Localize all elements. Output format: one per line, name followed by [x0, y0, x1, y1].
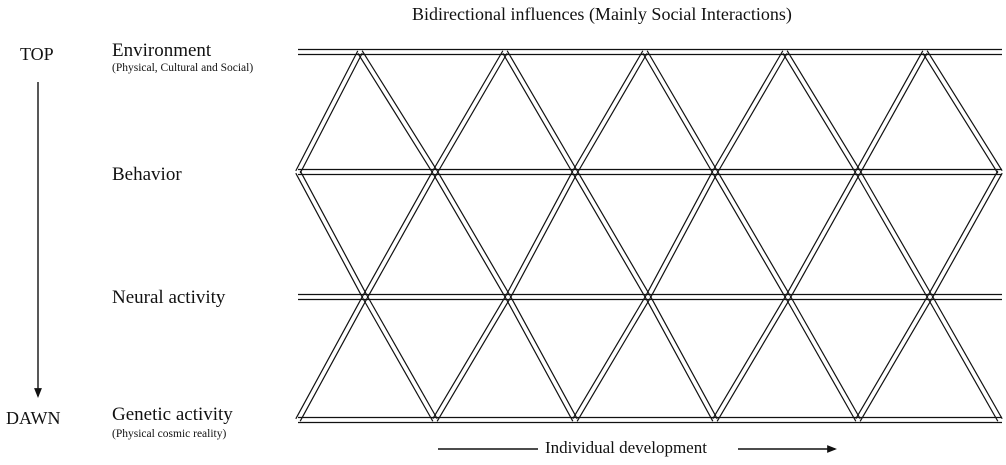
- band0-edge-3-b: [506, 50, 578, 172]
- band0-edge-1-b: [361, 50, 438, 171]
- band0-edge-0-b: [295, 50, 359, 172]
- band0-edge-1-a: [357, 53, 434, 174]
- band2-edge-24-a: [576, 297, 651, 422]
- band0-edge-8-b: [855, 50, 924, 172]
- band2-edge-21-b: [366, 295, 438, 420]
- level-genetic-label: Genetic activity: [112, 404, 233, 425]
- band2-edge-21-a: [362, 297, 434, 422]
- down-arrow-icon: [969, 365, 981, 386]
- level-genetic-sublabel: (Physical cosmic reality): [112, 428, 227, 440]
- down-arrow-icon: [475, 241, 487, 262]
- band0-edge-6-a: [716, 52, 788, 174]
- level-environment-sublabel: (Physical, Cultural and Social): [112, 62, 254, 74]
- level-environment-label: Environment: [112, 40, 212, 61]
- band2-edge-24-b: [572, 295, 647, 420]
- band2-edge-25-a: [645, 297, 714, 422]
- band1-edge-19-b: [927, 170, 999, 297]
- band2-edge-20-a: [299, 297, 368, 422]
- band2-edge-25-b: [649, 295, 718, 420]
- band0-edge-4-b: [572, 50, 644, 172]
- band2-edge-27-a: [785, 297, 857, 422]
- down-arrow-icon: [615, 241, 627, 262]
- band0-edge-7-a: [782, 52, 857, 174]
- down-arrow-icon: [898, 241, 910, 262]
- band0-edge-4-a: [576, 52, 648, 174]
- down-arrow-icon: [545, 365, 556, 386]
- band2-edge-29-a: [927, 297, 999, 422]
- band1-edge-18-b: [859, 170, 933, 297]
- band0-edge-2-a: [436, 52, 508, 174]
- band0-edge-9-a: [922, 53, 999, 174]
- band1-edge-11-b: [362, 170, 434, 297]
- level-behavior-label: Behavior: [112, 164, 182, 185]
- band0-edge-5-a: [642, 52, 714, 174]
- band0-edge-0-a: [299, 52, 363, 174]
- down-arrow-icon: [966, 118, 979, 138]
- band1-edge-14-b: [576, 170, 651, 297]
- band0-edge-6-b: [712, 50, 784, 172]
- band1-edge-10-b: [299, 170, 368, 297]
- band0-edge-8-a: [859, 52, 928, 174]
- band2-edge-28-a: [859, 297, 933, 422]
- down-arrow-icon: [755, 241, 767, 262]
- down-arrow-icon: [827, 365, 839, 386]
- band2-edge-26-b: [712, 295, 787, 420]
- band1-edge-13-a: [509, 172, 578, 299]
- band0-edge-5-b: [646, 50, 718, 172]
- top-label: TOP: [20, 44, 54, 64]
- band1-edge-11-a: [366, 172, 438, 299]
- band2-edge-22-b: [432, 295, 507, 420]
- band0-edge-2-b: [432, 50, 504, 172]
- band1-edge-15-b: [645, 170, 714, 297]
- band0-edge-9-b: [926, 50, 1003, 171]
- band2-edge-26-a: [716, 297, 791, 422]
- band1-edge-10-a: [295, 172, 364, 299]
- band2-edge-23-a: [505, 297, 574, 422]
- band1-edge-17-b: [785, 170, 857, 297]
- band1-edge-18-a: [855, 172, 929, 299]
- band1-edge-16-b: [716, 170, 791, 297]
- band2-edge-27-b: [789, 295, 861, 420]
- diagram-title: Bidirectional influences (Mainly Social …: [412, 4, 792, 24]
- down-arrow-icon: [335, 241, 346, 262]
- down-arrow-icon: [401, 118, 414, 138]
- band1-edge-12-a: [432, 172, 507, 299]
- bottom-label: DAWN: [6, 408, 61, 428]
- band0-edge-7-b: [786, 50, 861, 172]
- down-arrow-icon: [544, 118, 556, 138]
- down-arrow-icon: [685, 365, 696, 386]
- band0-edge-3-a: [502, 52, 574, 174]
- down-arrow-icon: [684, 118, 696, 138]
- band1-edge-19-a: [931, 172, 1003, 299]
- band1-edge-13-b: [505, 170, 574, 297]
- band2-edge-22-a: [436, 297, 511, 422]
- band1-edge-17-a: [789, 172, 861, 299]
- level-neural-label: Neural activity: [112, 287, 226, 308]
- band1-edge-12-b: [436, 170, 511, 297]
- band1-edge-16-a: [712, 172, 787, 299]
- band2-edge-23-b: [509, 295, 578, 420]
- band2-edge-29-b: [931, 295, 1003, 420]
- development-axis-label: Individual development: [545, 438, 707, 457]
- down-arrow-icon: [404, 365, 416, 386]
- band1-edge-14-a: [572, 172, 647, 299]
- band1-edge-15-a: [649, 172, 718, 299]
- down-arrow-icon: [825, 118, 837, 138]
- band2-edge-20-b: [295, 295, 364, 420]
- band2-edge-28-b: [855, 295, 929, 420]
